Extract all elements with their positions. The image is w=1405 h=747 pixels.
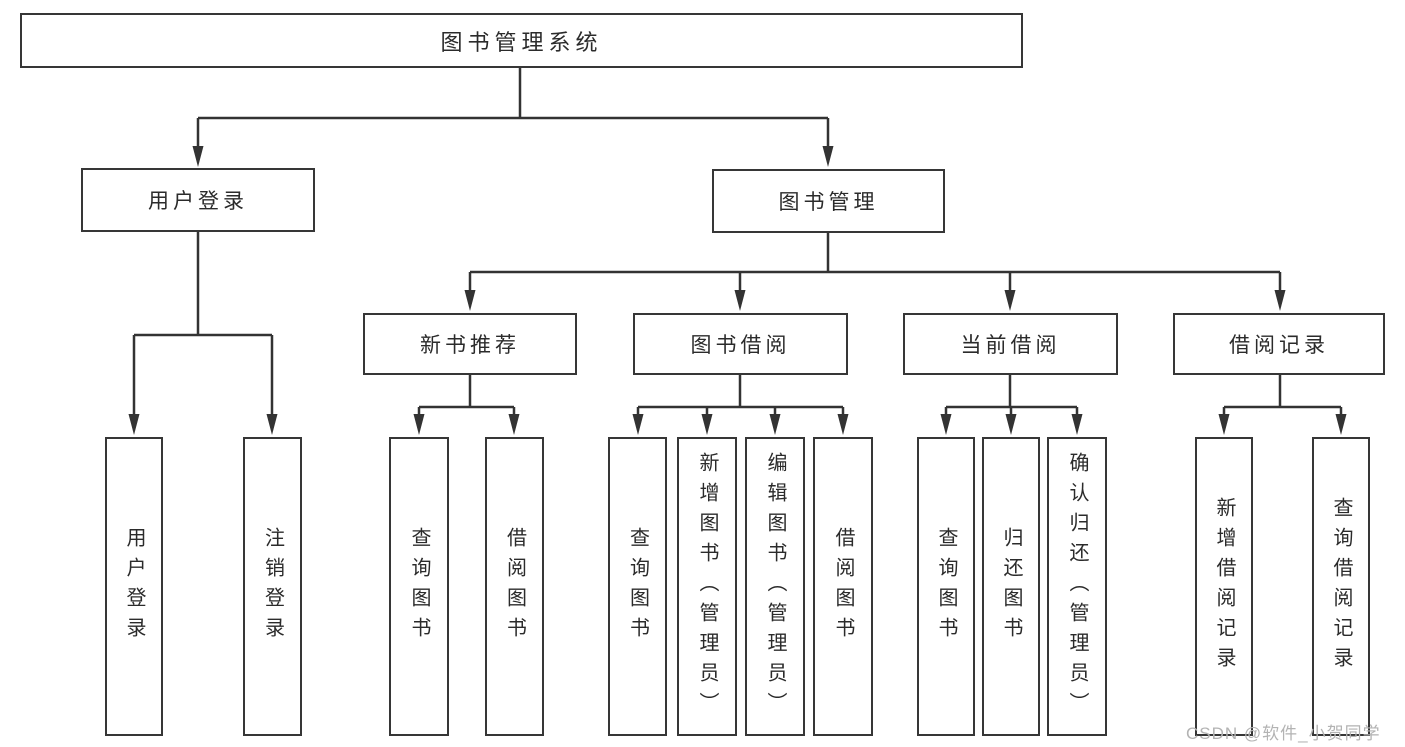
node-label: 注销登录	[261, 526, 284, 647]
node-label: 归还图书	[1000, 526, 1022, 647]
leaf-confirm-return-admin: 确认归还（管理员）	[1047, 437, 1107, 736]
leaf-return-books: 归还图书	[982, 437, 1040, 736]
node-label: 查询图书	[626, 526, 649, 647]
node-label: 用户登录	[123, 526, 145, 647]
leaf-edit-books-admin: 编辑图书（管理员）	[745, 437, 805, 736]
leaf-borrow-books: 借阅图书	[485, 437, 544, 736]
node-label: 查询借阅记录	[1330, 496, 1352, 677]
node-label: 查询图书	[935, 526, 957, 647]
leaf-user-login: 用户登录	[105, 437, 163, 736]
node-label: 新增借阅记录	[1213, 496, 1235, 677]
node-label: 图书管理系统	[440, 29, 603, 55]
leaf-query-books: 查询图书	[608, 437, 667, 736]
node-current-borrowing: 当前借阅	[903, 313, 1118, 375]
leaf-query-borrow-record: 查询借阅记录	[1312, 437, 1370, 736]
node-borrowing-records: 借阅记录	[1173, 313, 1385, 375]
node-label: 用户登录	[148, 190, 248, 213]
leaf-query-books: 查询图书	[917, 437, 975, 736]
node-book-borrowing: 图书借阅	[633, 313, 848, 375]
leaf-add-books-admin: 新增图书（管理员）	[677, 437, 737, 736]
node-book-management: 图书管理	[712, 169, 945, 233]
node-label: 图书管理	[778, 191, 879, 214]
node-label: 借阅图书	[832, 526, 854, 647]
leaf-logout: 注销登录	[243, 437, 302, 736]
node-user-login-group: 用户登录	[81, 168, 315, 232]
node-new-book-recommendation: 新书推荐	[363, 313, 577, 375]
leaf-query-books: 查询图书	[389, 437, 449, 736]
node-label: 借阅图书	[503, 526, 526, 647]
node-label: 新增图书（管理员）	[696, 451, 718, 722]
leaf-borrow-books: 借阅图书	[813, 437, 873, 736]
node-label: 编辑图书（管理员）	[764, 451, 786, 722]
node-label: 查询图书	[408, 526, 430, 647]
leaf-add-borrow-record: 新增借阅记录	[1195, 437, 1253, 736]
arrowheads	[128, 146, 1347, 435]
node-library-management-system: 图书管理系统	[20, 13, 1023, 68]
watermark: CSDN @软件_小贺同学	[1186, 724, 1381, 743]
node-label: 确认归还（管理员）	[1066, 451, 1088, 722]
node-label: 图书借阅	[690, 334, 791, 357]
node-label: 新书推荐	[420, 334, 520, 357]
node-label: 借阅记录	[1229, 334, 1329, 357]
node-label: 当前借阅	[960, 334, 1061, 357]
